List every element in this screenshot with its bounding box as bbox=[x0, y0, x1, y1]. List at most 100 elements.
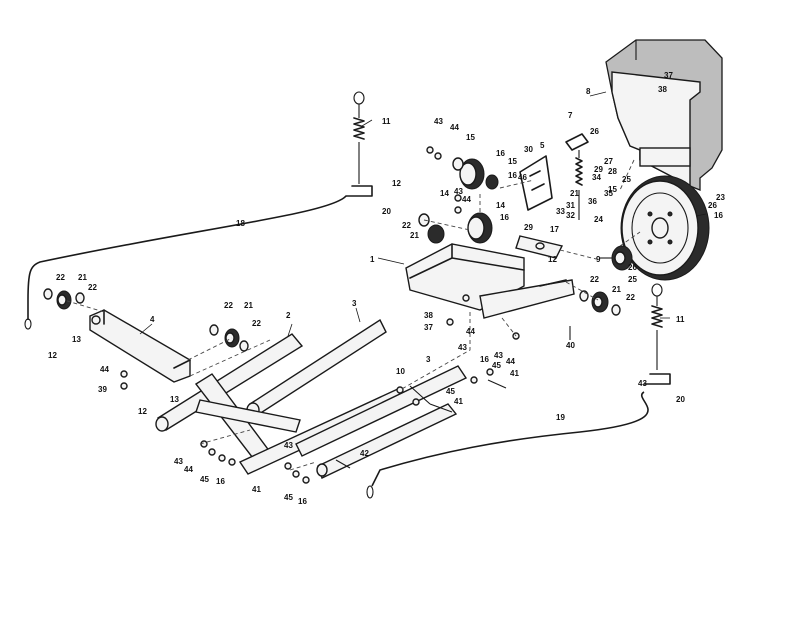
callout-21: 21 bbox=[78, 273, 87, 282]
callout-15: 15 bbox=[608, 185, 617, 194]
spring-assembly-right bbox=[643, 283, 671, 385]
callout-43: 43 bbox=[174, 457, 183, 466]
hardware bbox=[120, 146, 571, 484]
callout-16: 16 bbox=[216, 477, 225, 486]
callout-23: 23 bbox=[716, 193, 725, 202]
idler-bracket bbox=[519, 133, 589, 211]
callout-20: 20 bbox=[382, 207, 391, 216]
callout-44: 44 bbox=[450, 123, 459, 132]
callout-21: 21 bbox=[612, 285, 621, 294]
spring-assembly-left bbox=[345, 91, 373, 197]
assembly-lines bbox=[63, 159, 641, 471]
callout-17: 17 bbox=[550, 225, 559, 234]
callout-44: 44 bbox=[466, 327, 475, 336]
callout-27: 27 bbox=[604, 157, 613, 166]
pulley-mid-21 bbox=[209, 324, 249, 352]
callout-16: 16 bbox=[500, 213, 509, 222]
lever-arm-3-upper bbox=[246, 318, 387, 418]
callout-16: 16 bbox=[508, 171, 517, 180]
callout-22: 22 bbox=[402, 221, 411, 230]
callout-39: 39 bbox=[98, 385, 107, 394]
callout-41: 41 bbox=[454, 397, 463, 406]
callout-3: 3 bbox=[426, 355, 431, 364]
callout-22: 22 bbox=[252, 319, 261, 328]
callout-14: 14 bbox=[440, 189, 449, 198]
callout-1: 1 bbox=[370, 255, 375, 264]
callout-43: 43 bbox=[458, 343, 467, 352]
callout-20: 20 bbox=[676, 395, 685, 404]
callout-29: 29 bbox=[594, 165, 603, 174]
idler-pulley-lower bbox=[418, 212, 493, 244]
callout-38: 38 bbox=[658, 85, 667, 94]
callout-16: 16 bbox=[480, 355, 489, 364]
callout-14: 14 bbox=[496, 201, 505, 210]
callout-13: 13 bbox=[170, 395, 179, 404]
callout-22: 22 bbox=[590, 275, 599, 284]
callout-43: 43 bbox=[434, 117, 443, 126]
callout-5: 5 bbox=[540, 141, 545, 150]
control-cable-19 bbox=[371, 391, 649, 487]
callout-8: 8 bbox=[586, 87, 591, 96]
callout-10: 10 bbox=[396, 367, 405, 376]
lever-arm-3-lower bbox=[238, 365, 468, 479]
callout-16: 16 bbox=[496, 149, 505, 158]
callout-24: 24 bbox=[594, 215, 603, 224]
callout-44: 44 bbox=[100, 365, 109, 374]
callout-25: 25 bbox=[622, 175, 631, 184]
callout-2: 2 bbox=[286, 311, 291, 320]
lever-arm-2 bbox=[155, 333, 304, 432]
callout-43: 43 bbox=[454, 187, 463, 196]
callout-9: 9 bbox=[596, 255, 601, 264]
callout-30: 30 bbox=[524, 145, 533, 154]
callout-44: 44 bbox=[184, 465, 193, 474]
callout-28: 28 bbox=[608, 167, 617, 176]
callout-16: 16 bbox=[714, 211, 723, 220]
cross-frame bbox=[194, 373, 301, 463]
callout-3: 3 bbox=[352, 299, 357, 308]
callout-21: 21 bbox=[410, 231, 419, 240]
callout-41: 41 bbox=[510, 369, 519, 378]
callout-45: 45 bbox=[446, 387, 455, 396]
main-bracket bbox=[405, 235, 575, 319]
large-pulley bbox=[620, 175, 710, 281]
callout-35: 35 bbox=[604, 189, 613, 198]
callout-46: 46 bbox=[518, 173, 527, 182]
callout-21: 21 bbox=[244, 301, 253, 310]
callout-43: 43 bbox=[638, 379, 647, 388]
callout-25: 25 bbox=[628, 275, 637, 284]
callout-11: 11 bbox=[382, 117, 391, 126]
callout-33: 33 bbox=[556, 207, 565, 216]
callout-7: 7 bbox=[568, 111, 573, 120]
callout-26: 26 bbox=[590, 127, 599, 136]
callout-12: 12 bbox=[392, 179, 401, 188]
callout-44: 44 bbox=[462, 195, 471, 204]
callout-15: 15 bbox=[466, 133, 475, 142]
callout-labels: 1 2 3 3 4 5 7 8 9 10 11 11 12 12 12 12 1… bbox=[48, 71, 725, 506]
pulley-right-21 bbox=[579, 290, 621, 316]
callout-22: 22 bbox=[88, 283, 97, 292]
callout-45: 45 bbox=[492, 361, 501, 370]
callout-22: 22 bbox=[56, 273, 65, 282]
callout-34: 34 bbox=[592, 173, 601, 182]
callout-41: 41 bbox=[252, 485, 261, 494]
control-cable-18 bbox=[27, 195, 347, 320]
callout-26: 26 bbox=[628, 263, 637, 272]
callout-38: 38 bbox=[424, 311, 433, 320]
pulley-left-21 bbox=[43, 288, 85, 310]
callout-29: 29 bbox=[524, 223, 533, 232]
callout-4: 4 bbox=[150, 315, 155, 324]
callout-37: 37 bbox=[424, 323, 433, 332]
callout-43: 43 bbox=[494, 351, 503, 360]
pulley-hub bbox=[600, 245, 633, 271]
callout-21: 21 bbox=[570, 189, 579, 198]
leader-lines bbox=[139, 91, 707, 337]
callout-45: 45 bbox=[200, 475, 209, 484]
callout-11: 11 bbox=[676, 315, 685, 324]
callout-31: 31 bbox=[566, 201, 575, 210]
callout-32: 32 bbox=[566, 211, 575, 220]
belt-guard bbox=[605, 39, 723, 191]
callout-12: 12 bbox=[548, 255, 557, 264]
callout-16: 16 bbox=[298, 497, 307, 506]
callout-43: 43 bbox=[284, 441, 293, 450]
